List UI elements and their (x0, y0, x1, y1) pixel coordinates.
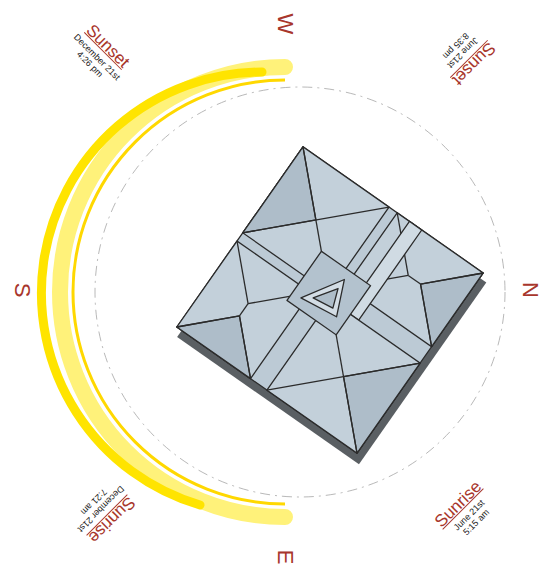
compass-letter: N (519, 282, 541, 298)
hip-line (214, 316, 277, 379)
compass-letter: E (274, 550, 296, 565)
ridge-line (408, 275, 420, 284)
ridge-line (239, 304, 248, 316)
hip-line (395, 284, 458, 347)
sun-event-label: SunriseJune 21st5:15 am (432, 478, 501, 547)
compass-letter: W (274, 14, 296, 35)
hip-line (211, 241, 274, 304)
courtyard (287, 251, 371, 335)
roof-outline (177, 147, 483, 453)
roof-face (243, 147, 346, 263)
roof-face (395, 247, 483, 347)
compass-direction: N (519, 282, 541, 298)
sun-event-label: SunsetJune 21st8:35 pm (433, 23, 498, 88)
sun-event-label: SunriseDecember 21st7:21 am (69, 477, 140, 548)
hip-line (421, 247, 484, 310)
raised-ridge (346, 221, 421, 320)
building-roof-plan (172, 147, 490, 465)
courtyard-roof-inner (313, 280, 344, 311)
sun-event-label: SunsetDecember 21st4:26 pm (65, 19, 136, 90)
hip-line (177, 290, 240, 353)
roof-face (312, 332, 420, 454)
compass-direction: W (274, 14, 296, 35)
compass-direction: E (274, 550, 296, 565)
compass-direction: S (11, 283, 33, 298)
roof-face (177, 290, 277, 378)
compass-letter: S (11, 283, 33, 298)
site-circle (95, 87, 505, 497)
courtyard-roof (301, 265, 357, 321)
